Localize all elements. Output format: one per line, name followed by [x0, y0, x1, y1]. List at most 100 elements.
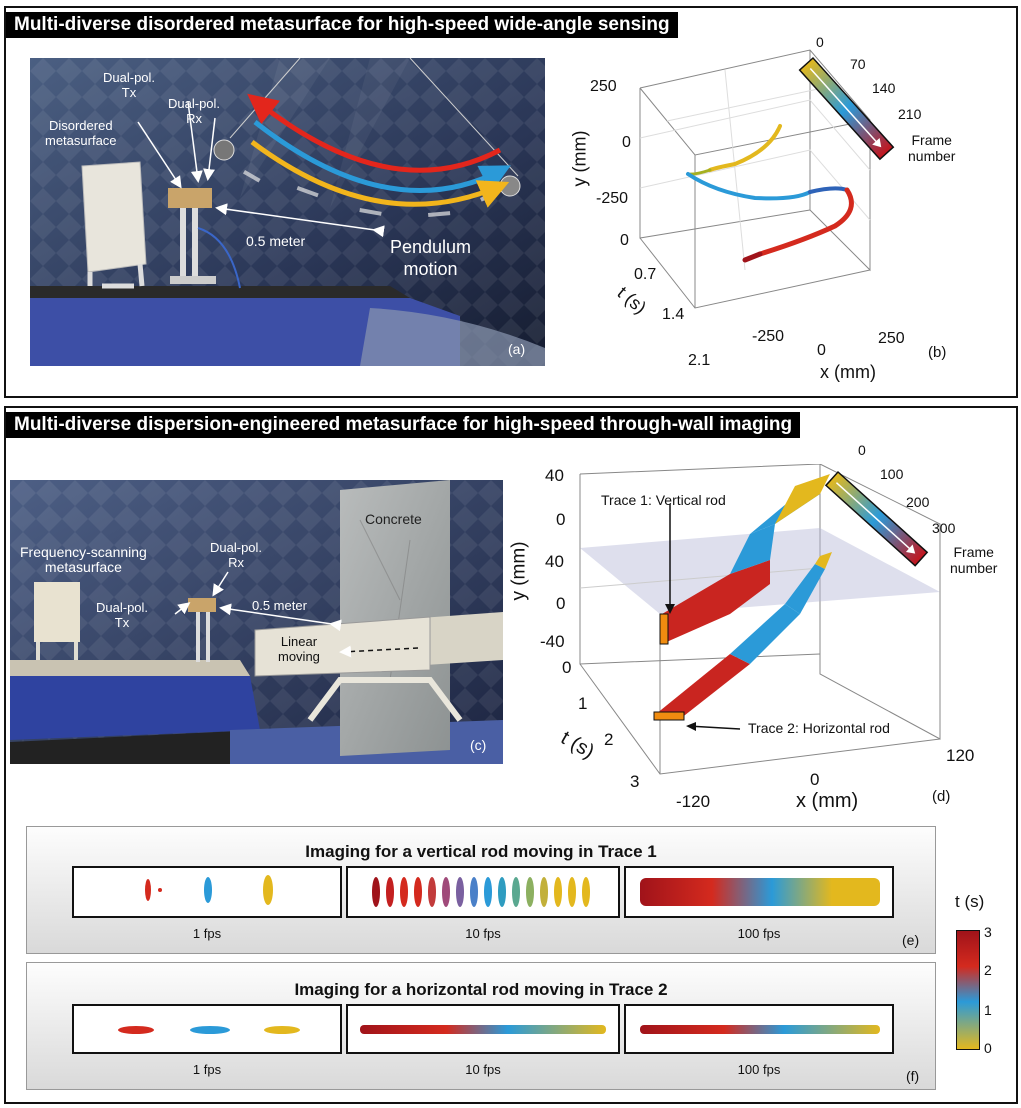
strip-f-fps-label: 1 fps [192, 1062, 222, 1077]
plot-b-cbar-tick: 210 [898, 106, 922, 122]
plot-b-ttick: 0.7 [634, 266, 657, 283]
plot-d-trace1-label: Trace 1: Vertical rod [601, 492, 726, 508]
photo-a-metasurface-label: Disordered metasurface [45, 118, 117, 148]
plot-d-ttick: 3 [630, 772, 640, 791]
strip-f-panel-label: (f) [906, 1068, 920, 1084]
strip-e-panel-label: (e) [902, 932, 920, 948]
pendulum-photo-scene [30, 58, 545, 366]
strip-f-fps-label: 10 fps [465, 1062, 501, 1077]
top-banner: Multi-diverse disordered metasurface for… [6, 12, 678, 38]
plot-d-ytick: 0 [556, 594, 566, 613]
strip-f-frame-10fps [346, 1004, 620, 1054]
plot-b-xlabel: x (mm) [820, 362, 876, 382]
time-colorbar-tick: 3 [984, 924, 992, 940]
time-colorbar [956, 930, 980, 1050]
plot-d-xlabel: x (mm) [796, 790, 859, 812]
bottom-banner: Multi-diverse dispersion-engineered meta… [6, 412, 801, 438]
plot-b-xtick: 250 [878, 330, 905, 347]
photo-c-dual-rx-label: Dual-pol. Rx [210, 540, 263, 570]
strip-f-fps-label: 100 fps [737, 1062, 781, 1077]
trace1-band [662, 474, 830, 644]
strip-e-frame-100fps [624, 866, 894, 918]
through-wall-photo-scene [10, 480, 503, 764]
plot-b-xtick: 0 [817, 342, 826, 359]
through-wall-photo [10, 480, 503, 764]
strip-e-10fps-blobs [372, 877, 590, 907]
plot-d-trace2-label: Trace 2: Horizontal rod [748, 720, 890, 736]
plot-b-3d-axes [639, 49, 895, 309]
time-colorbar-tick: 1 [984, 1002, 992, 1018]
plot-d-xtick: -120 [676, 792, 711, 811]
strip-e-fps-label: 10 fps [465, 926, 501, 941]
antenna-stand [168, 188, 241, 289]
strip-f-title: Imaging for a horizontal rod moving in T… [294, 980, 668, 999]
time-colorbar-tick: 0 [984, 1040, 992, 1056]
trace2-band [656, 552, 832, 719]
plot-d-ytick: 0 [556, 510, 566, 529]
dual-pol-antennas [188, 598, 216, 612]
plot-b-xtick: -250 [752, 328, 785, 345]
frequency-scanning-metasurface-board [34, 582, 80, 660]
plot-b-cbar-tick: 0 [816, 34, 824, 50]
plot-b-panel-label: (b) [928, 344, 947, 361]
red-motion-arrow [247, 93, 502, 173]
time-colorbar-label: t (s) [955, 892, 985, 911]
plot-d-xtick: 120 [946, 746, 975, 765]
photo-a-motion-label: Pendulum motion [390, 237, 472, 279]
plot-d-ttick: 1 [578, 694, 588, 713]
plot-b-cbar-tick: 70 [850, 56, 866, 72]
plot-d-ytick: 40 [545, 466, 564, 485]
plot-d-cbar-tick: 0 [858, 442, 866, 458]
bottom-panel-frame [4, 406, 1018, 1104]
plot-d-cbar-label: Frame number [950, 544, 998, 576]
time-colorbar-tick: 2 [984, 962, 992, 978]
disordered-metasurface-board [81, 161, 147, 289]
strip-e-frame-1fps [72, 866, 342, 918]
strip-e-frame-10fps [346, 866, 620, 918]
plot-b-ttick: 1.4 [662, 306, 685, 323]
strip-f-100fps-band [640, 1025, 880, 1034]
plot-b-ytick: 250 [590, 78, 617, 95]
plot-b [585, 40, 915, 370]
plot-d-ytick: 40 [545, 552, 564, 571]
plot-b-ttick: 0 [620, 232, 629, 249]
plot-b-ttick: 2.1 [688, 352, 711, 369]
plot-d [570, 463, 950, 804]
plot-d-ttick: 2 [604, 730, 614, 749]
plot-b-colorbar [798, 56, 895, 161]
plot-d-ttick: 0 [562, 658, 572, 677]
concrete-wall [340, 480, 450, 756]
pendulum-photo [30, 58, 545, 366]
photo-a-dual-rx-label: Dual-pol. Rx [168, 96, 221, 126]
photo-c-panel-label: (c) [470, 737, 487, 753]
plot-d-panel-label: (d) [932, 788, 951, 805]
plot-d-ylabel: y (mm) [508, 541, 530, 601]
photo-c-moving-label: Linear moving [278, 634, 320, 664]
photo-a-distance-label: 0.5 meter [246, 233, 306, 249]
plot-d-cbar-tick: 200 [906, 494, 930, 510]
top-panel-frame [4, 6, 1018, 398]
plot-b-ytick: 0 [622, 134, 631, 151]
strip-e-1fps-blobs [145, 875, 273, 905]
photo-c-metasurface-label: Frequency-scanning metasurface [20, 544, 147, 575]
yellow-motion-arrow [250, 139, 510, 208]
plot-d-cbar-tick: 100 [880, 466, 904, 482]
photo-c-dual-tx-label: Dual-pol. Tx [96, 600, 149, 630]
strip-e-100fps-band [640, 878, 880, 906]
plot-d-colorbar [824, 470, 929, 567]
photo-a-dual-tx-label: Dual-pol. Tx [103, 70, 156, 100]
strip-e-fps-label: 100 fps [737, 926, 781, 941]
strip-f-frame-100fps [624, 1004, 894, 1054]
plot-b-ylabel: y (mm) [569, 130, 590, 187]
pendulum-trajectory [686, 124, 854, 263]
plot-d-cbar-tick: 300 [932, 520, 956, 536]
photo-c-distance-label: 0.5 meter [252, 598, 307, 613]
plot-d-3d-axes [579, 463, 941, 775]
blue-motion-arrow [253, 120, 511, 194]
plot-b-ytick: -250 [596, 190, 629, 207]
strip-f-frame-1fps [72, 1004, 342, 1054]
strip-e-title: Imaging for a vertical rod moving in Tra… [305, 842, 657, 861]
photo-c-concrete-label: Concrete [365, 511, 422, 527]
plot-d-ytick: -40 [540, 632, 565, 651]
strip-f-10fps-band [360, 1025, 606, 1034]
